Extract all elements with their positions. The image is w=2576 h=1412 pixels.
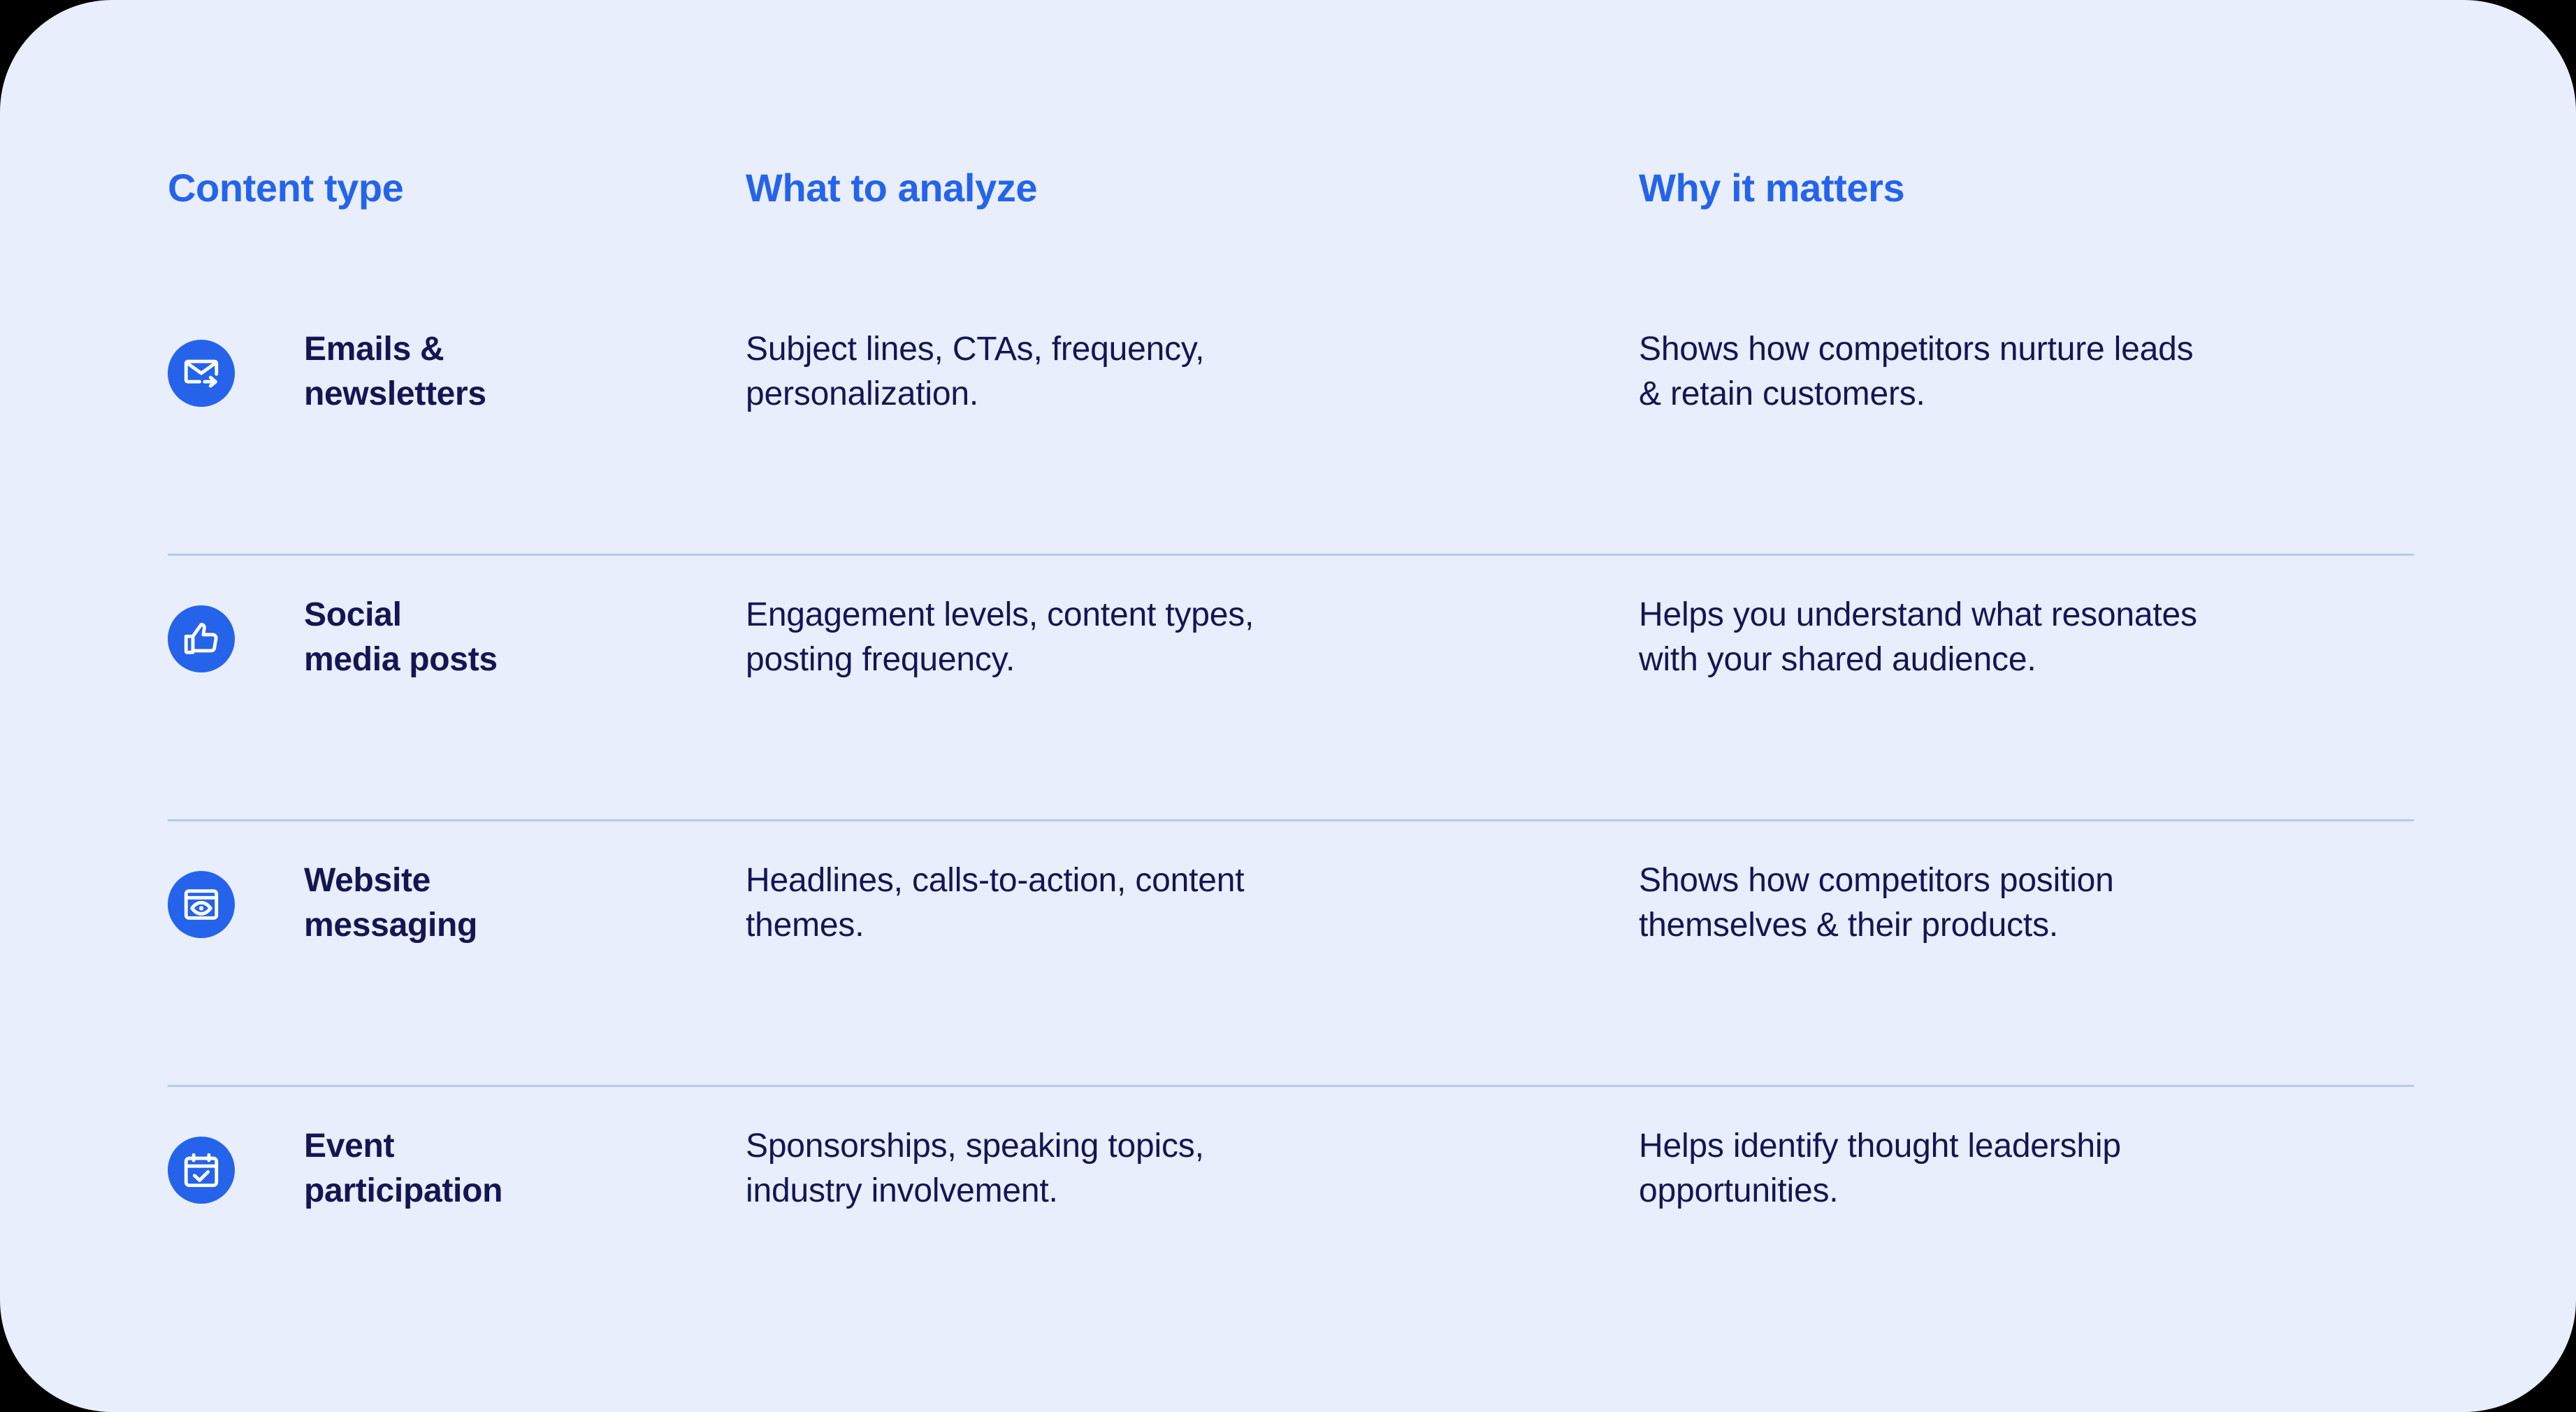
row-why-line-1: Helps identify thought leadership <box>1639 1128 2121 1165</box>
row-label: Social media posts <box>304 593 723 682</box>
browser-eye-icon <box>168 871 235 938</box>
row-label-line-1: Website <box>304 862 431 899</box>
row-why-line-1: Shows how competitors position <box>1639 862 2114 899</box>
row-why-line-1: Shows how competitors nurture leads <box>1639 331 2194 368</box>
mail-forward-icon <box>168 340 235 407</box>
row-why-line-2: opportunities. <box>1639 1172 1839 1209</box>
table-row: Emails & newsletters Subject lines, CTAs… <box>0 288 2576 554</box>
row-label-line-1: Social <box>304 596 402 633</box>
row-analyze-line-2: posting frequency. <box>746 640 1015 678</box>
row-label-line-2: media posts <box>304 640 498 678</box>
row-analyze-line-1: Subject lines, CTAs, frequency, <box>746 331 1205 368</box>
row-label-line-1: Emails & <box>304 331 444 368</box>
row-label-line-2: newsletters <box>304 375 486 412</box>
column-header-why-it-matters: Why it matters <box>1639 166 1905 210</box>
row-divider <box>168 554 2414 556</box>
row-analyze-text: Headlines, calls-to-action, content them… <box>746 858 1612 948</box>
row-analyze-line-2: themes. <box>746 906 864 944</box>
row-analyze-line-2: industry involvement. <box>746 1172 1058 1209</box>
row-analyze-text: Subject lines, CTAs, frequency, personal… <box>746 327 1612 417</box>
row-label: Website messaging <box>304 858 723 948</box>
row-analyze-text: Sponsorships, speaking topics, industry … <box>746 1124 1612 1213</box>
calendar-check-icon <box>168 1137 235 1204</box>
row-icon-cell <box>168 871 235 938</box>
row-analyze-line-2: personalization. <box>746 375 979 412</box>
row-analyze-line-1: Headlines, calls-to-action, content <box>746 862 1245 899</box>
row-why-text: Helps identify thought leadership opport… <box>1639 1124 2429 1213</box>
row-label: Event participation <box>304 1124 723 1213</box>
row-label-line-2: participation <box>304 1172 503 1209</box>
row-divider <box>168 1085 2414 1087</box>
table-row: Website messaging Headlines, calls-to-ac… <box>0 819 2576 1085</box>
column-header-content-type: Content type <box>168 166 404 210</box>
row-icon-cell <box>168 605 235 672</box>
row-why-line-1: Helps you understand what resonates <box>1639 596 2197 633</box>
table-row: Event participation Sponsorships, speaki… <box>0 1085 2576 1350</box>
table-row: Social media posts Engagement levels, co… <box>0 554 2576 819</box>
thumbs-up-icon <box>168 605 235 672</box>
column-header-what-to-analyze: What to analyze <box>746 166 1038 210</box>
row-why-text: Helps you understand what resonates with… <box>1639 593 2429 682</box>
row-why-text: Shows how competitors nurture leads & re… <box>1639 327 2429 417</box>
row-label: Emails & newsletters <box>304 327 723 417</box>
row-analyze-line-1: Sponsorships, speaking topics, <box>746 1128 1204 1165</box>
table-header-row: Content type What to analyze Why it matt… <box>0 166 2576 245</box>
row-why-line-2: & retain customers. <box>1639 375 1925 412</box>
row-label-line-1: Event <box>304 1128 395 1165</box>
row-why-line-2: themselves & their products. <box>1639 906 2059 944</box>
row-why-line-2: with your shared audience. <box>1639 640 2036 678</box>
row-analyze-text: Engagement levels, content types, postin… <box>746 593 1612 682</box>
row-divider <box>168 819 2414 821</box>
row-analyze-line-1: Engagement levels, content types, <box>746 596 1254 633</box>
row-icon-cell <box>168 1137 235 1204</box>
row-why-text: Shows how competitors position themselve… <box>1639 858 2429 948</box>
row-label-line-2: messaging <box>304 906 478 944</box>
row-icon-cell <box>168 340 235 407</box>
table-body: Emails & newsletters Subject lines, CTAs… <box>0 288 2576 1350</box>
